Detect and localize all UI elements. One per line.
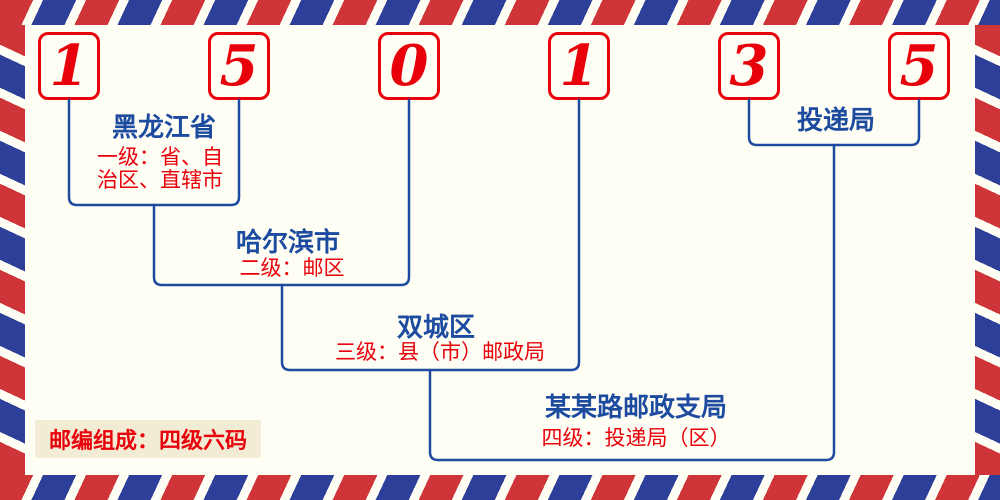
postal-digit-3: 0 xyxy=(389,33,429,99)
postal-digit-box-5: 3 xyxy=(718,32,780,100)
composition-badge: 邮编组成：四级六码 xyxy=(35,420,261,458)
postal-digit-box-2: 5 xyxy=(208,32,270,100)
postal-digit-box-3: 0 xyxy=(378,32,440,100)
envelope-stripe-bottom xyxy=(0,475,1000,500)
envelope-stripe-right xyxy=(975,25,1000,475)
envelope-stripe-left xyxy=(0,25,25,475)
postal-digit-box-1: 1 xyxy=(38,32,100,100)
level3-region-name: 双城区 xyxy=(396,312,476,342)
postal-digit-box-6: 5 xyxy=(888,32,950,100)
postal-digit-4: 1 xyxy=(559,33,599,99)
postal-digit-5: 3 xyxy=(729,33,769,99)
postal-digit-6: 5 xyxy=(899,33,939,99)
level4-desc: 四级：投递局（区） xyxy=(541,427,731,450)
level3-desc: 三级：县（市）邮政局 xyxy=(335,341,545,364)
level2-desc: 二级：邮区 xyxy=(239,257,345,280)
envelope-stripe-top xyxy=(0,0,1000,25)
level1-region-name: 黑龙江省 xyxy=(111,112,217,142)
composition-label: 邮编组成：四级六码 xyxy=(48,428,247,453)
delivery-bureau-bracket-line xyxy=(747,98,921,147)
postal-digit-2: 5 xyxy=(219,33,259,99)
delivery-bureau-label: 投递局 xyxy=(796,105,876,135)
level4-bracket-line xyxy=(428,143,836,462)
level2-region-name: 哈尔滨市 xyxy=(235,227,341,257)
level1-desc-line2: 治区、直辖市 xyxy=(97,169,223,192)
postal-digit-1: 1 xyxy=(49,33,89,99)
level1-desc-line1: 一级：省、自 xyxy=(97,146,223,169)
postal-digit-box-4: 1 xyxy=(548,32,610,100)
level4-office-name: 某某路邮政支局 xyxy=(544,392,728,422)
